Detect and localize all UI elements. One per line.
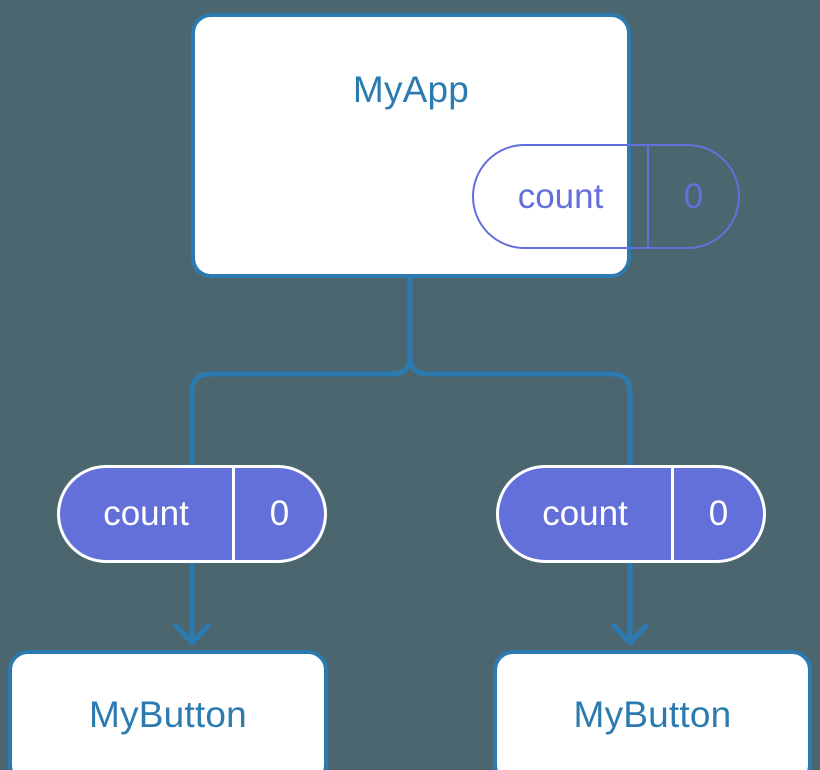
- state-value-label: 0: [683, 176, 704, 216]
- component-label-mybutton: MyButton: [573, 694, 732, 735]
- component-card-myapp[interactable]: MyApp count 0: [191, 13, 740, 278]
- component-card-mybutton-right[interactable]: MyButton: [493, 650, 812, 770]
- state-key-label: count: [474, 146, 649, 247]
- component-card-mybutton-left[interactable]: MyButton: [8, 650, 328, 770]
- state-key-label: count: [499, 468, 674, 560]
- state-value-label: 0: [269, 494, 290, 533]
- state-pill-left[interactable]: count 0: [57, 465, 327, 563]
- state-pill-myapp[interactable]: count 0: [472, 144, 740, 249]
- component-label-myapp: MyApp: [352, 69, 470, 110]
- fork-branch-right: [407, 355, 633, 465]
- state-key-label: count: [60, 468, 235, 560]
- right-arrow-head: [611, 623, 649, 646]
- fork-branch-left: [189, 355, 413, 465]
- component-label-mybutton: MyButton: [89, 694, 247, 735]
- state-value-label: 0: [708, 494, 729, 533]
- left-arrow-head: [173, 623, 211, 646]
- state-pill-right[interactable]: count 0: [496, 465, 766, 563]
